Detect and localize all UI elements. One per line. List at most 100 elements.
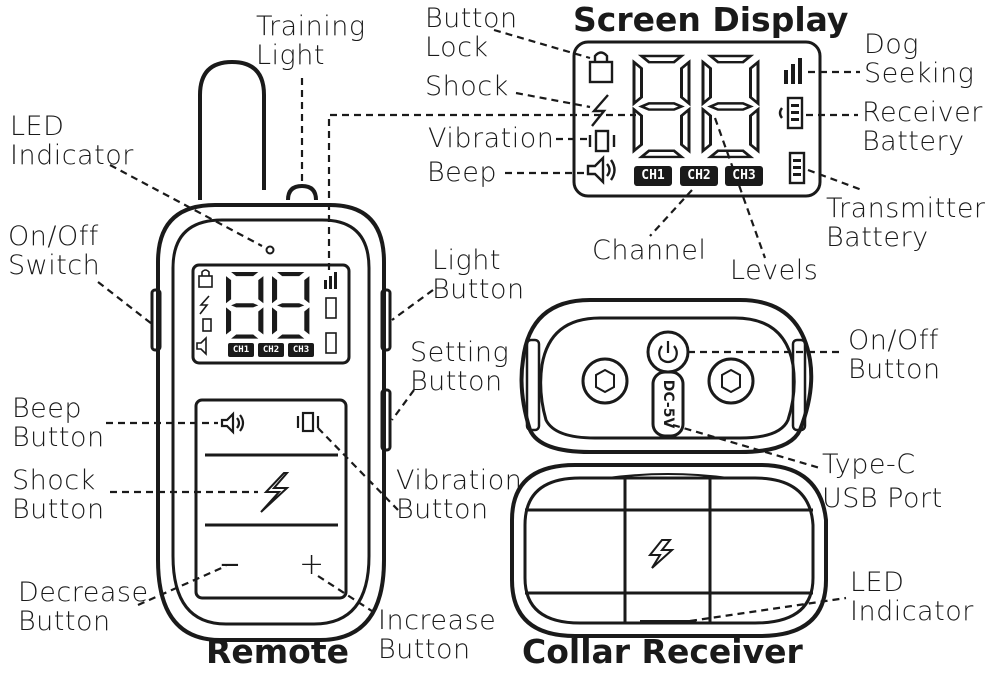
lcd-frame (572, 40, 822, 198)
vibration-icon (594, 129, 610, 153)
channel-label-ch1: CH1 (641, 168, 665, 183)
collar-usb-port (651, 370, 685, 438)
battery-icon (325, 297, 337, 319)
usb-port-label: DC-5V (660, 379, 676, 429)
remote-device (150, 59, 392, 642)
vibration-icon[interactable] (301, 411, 315, 433)
leader-type-c (672, 423, 821, 470)
contact-point-right (707, 357, 755, 405)
leader-increase-button (317, 575, 379, 616)
collar-receiver-device (510, 298, 828, 638)
collar-strap-line (525, 508, 813, 595)
channel-box (288, 343, 314, 357)
speaker-waves-icon (236, 414, 245, 432)
channel-box (725, 166, 763, 186)
leader-dog-seeking-remote (327, 113, 636, 270)
channel-label-ch3: CH3 (732, 168, 756, 183)
channel-label-ch2: CH2 (262, 345, 280, 355)
collar-top-shell (519, 298, 814, 454)
label-usb-port: USB Port (822, 483, 943, 514)
remote-lcd-digit (226, 272, 264, 339)
remote-outer-shell (156, 203, 386, 642)
signal-icon (334, 272, 337, 289)
lcd-digit (701, 54, 760, 159)
vibration-icon (202, 318, 212, 332)
receiver-signal-icon (778, 107, 783, 119)
battery-level (793, 173, 801, 176)
collar-strap-channel (623, 478, 712, 623)
increase-button[interactable]: + (299, 547, 325, 582)
speaker-waves-icon (606, 159, 616, 181)
leader-light-button (391, 289, 434, 321)
hex-nut-icon (721, 368, 741, 394)
battery-level (791, 104, 799, 107)
remote-inner-shell (171, 218, 371, 626)
collar-bottom-shell (510, 463, 828, 638)
shock-icon[interactable] (260, 472, 290, 513)
shock-icon (199, 295, 210, 315)
remote-lcd-content (196, 269, 337, 357)
battery-level (793, 159, 801, 162)
signal-icon (329, 276, 332, 289)
channel-label-ch3: CH3 (292, 345, 310, 355)
battery-level (793, 166, 801, 169)
remote-setting-button[interactable] (380, 388, 392, 452)
remote-light-button[interactable] (380, 288, 392, 352)
shock-icon (647, 539, 675, 569)
collar-top-inner (539, 316, 796, 440)
contact-point-left (581, 357, 629, 405)
lock-icon (201, 269, 210, 276)
label-levels: Levels (730, 255, 819, 286)
label-beep: Beep (427, 157, 498, 188)
decrease-button[interactable]: − (219, 550, 241, 580)
label-type-c: Type-C (822, 449, 916, 480)
remote-lcd-digit (272, 272, 310, 339)
lcd-digit (632, 54, 691, 159)
remote-antenna (198, 59, 266, 200)
remote-title: Remote (206, 632, 350, 671)
collar-side-strap-left (525, 338, 541, 432)
channel-box (634, 166, 672, 186)
screen-display-title: Screen Display (573, 0, 849, 39)
remote-on-off-switch[interactable] (150, 288, 162, 352)
leader-lines (97, 28, 863, 623)
remote-lcd-screen (191, 263, 351, 365)
channel-label-ch1: CH1 (232, 345, 250, 355)
transmitter-battery-icon (788, 151, 806, 185)
hex-nut-icon (595, 368, 615, 394)
leader-on-off-switch (97, 281, 153, 325)
speaker-icon (196, 336, 207, 356)
vibration-waves-icon (588, 135, 616, 147)
leader-shock (515, 91, 591, 109)
label-shock: Shock (425, 71, 509, 102)
speaker-icon (586, 155, 605, 185)
leader-setting-button (391, 389, 415, 421)
speaker-icon[interactable] (220, 411, 235, 435)
signal-icon (324, 280, 327, 289)
lock-icon (588, 60, 614, 84)
dog-seeking-icon (791, 64, 795, 84)
remote-lcd-channels (228, 343, 314, 357)
collar-receiver-title: Collar Receiver (522, 632, 803, 671)
channel-box (258, 343, 284, 357)
power-icon (658, 345, 678, 364)
lock-icon (593, 51, 609, 62)
battery-level (791, 118, 799, 121)
remote-button-icons (220, 411, 320, 513)
leader-led-indicator (109, 164, 263, 247)
